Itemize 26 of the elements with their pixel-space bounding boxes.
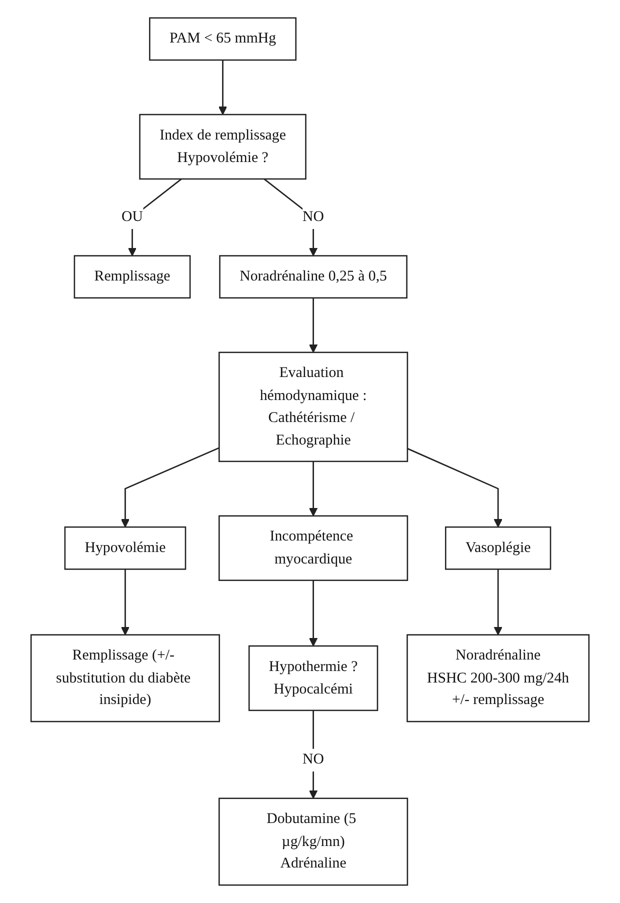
edge-label: OU xyxy=(122,209,143,226)
node-box: Evaluation hémodynamique : Cathétérisme / Echographie xyxy=(218,352,408,462)
node-box: Vasoplégie xyxy=(445,526,552,570)
edge-label: NO xyxy=(302,752,324,768)
arrow xyxy=(308,710,318,799)
node-box: Noradrénaline HSHC 200-300 mg/24h +/- remplissage xyxy=(406,634,590,722)
node-box: Remplissage xyxy=(74,255,191,299)
arrow xyxy=(308,461,318,516)
arrow xyxy=(494,569,502,636)
arrow xyxy=(120,447,220,528)
node-box: Remplissage (+/- substitution du diabète insipide) xyxy=(30,634,220,722)
node-box: Dobutamine (5 µg/kg/mn) Adrénaline xyxy=(218,798,408,886)
node-box: Hypothermie ? Hypocalcémi xyxy=(248,645,378,712)
arrow xyxy=(308,298,318,353)
arrow xyxy=(128,178,182,256)
node-box: Incompétence myocardique xyxy=(218,515,408,581)
node-box: Hypovolémie xyxy=(64,526,186,570)
edge-label: NO xyxy=(302,209,324,226)
node-box: Noradrénaline 0,25 à 0,5 xyxy=(219,255,408,299)
arrow xyxy=(407,448,502,528)
arrow xyxy=(264,178,318,256)
arrow xyxy=(218,60,228,115)
arrow xyxy=(308,580,318,646)
node-box: Index de remplissage Hypovolémie ? xyxy=(139,114,306,180)
arrow xyxy=(120,569,130,636)
node-box: PAM < 65 mmHg xyxy=(149,17,297,61)
